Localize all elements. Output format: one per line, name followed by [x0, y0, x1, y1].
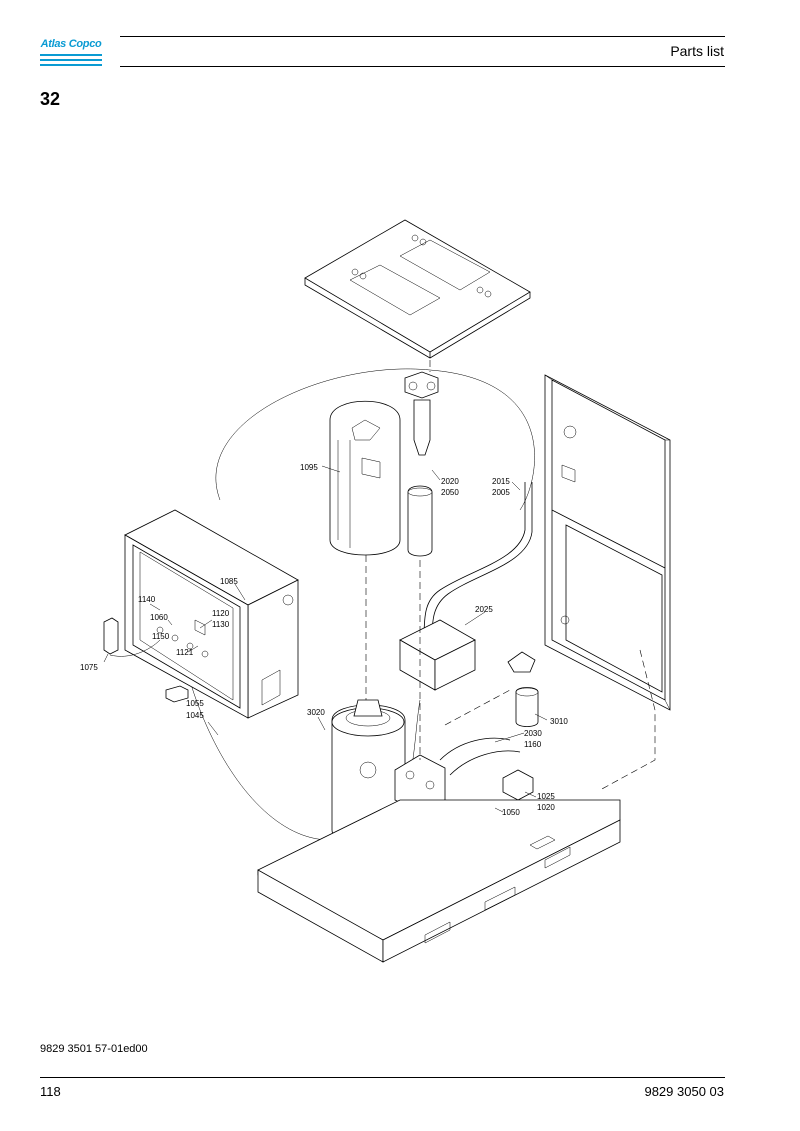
top-cover-plate	[304, 219, 531, 359]
page-number: 118	[40, 1084, 61, 1099]
logo-wordmark: Atlas Copco	[40, 38, 102, 50]
footer-rule	[40, 1077, 725, 1078]
header-rule-top	[120, 36, 725, 37]
callout-label: 1025	[537, 792, 555, 801]
bracket-fitting	[507, 651, 536, 673]
callout-label: 1160	[524, 740, 542, 749]
callout-label: 1121	[176, 648, 194, 657]
cable-gland	[165, 685, 189, 703]
electrical-cabinet	[124, 509, 299, 719]
callout-label: 2015	[492, 477, 510, 486]
callout-label: 1075	[80, 663, 98, 672]
callout-label: 1055	[186, 699, 204, 708]
callout-label: 1020	[537, 803, 555, 812]
flexible-hose	[423, 482, 526, 641]
side-door-panel	[544, 374, 671, 711]
external-control-box	[103, 617, 119, 655]
callout-label: 1050	[502, 808, 520, 817]
callout-label: 1095	[300, 463, 318, 472]
callout-label: 3010	[550, 717, 568, 726]
callout-label: 1140	[138, 595, 156, 604]
filter-element-tube	[407, 485, 433, 557]
section-title: Parts list	[670, 43, 724, 59]
logo-bar	[40, 54, 102, 56]
callout-label: 2050	[441, 488, 459, 497]
logo-bar	[40, 64, 102, 66]
atlas-copco-logo: Atlas Copco	[40, 38, 102, 66]
callout-label: 1045	[186, 711, 204, 720]
header-rule-bottom	[120, 66, 725, 67]
callout-label: 2020	[441, 477, 459, 486]
tank-cylinder	[329, 401, 401, 556]
callout-label: 1060	[150, 613, 168, 622]
assembly-axis-line	[444, 689, 511, 726]
callout-label: 2025	[475, 605, 493, 614]
dryer-unit-box	[399, 619, 476, 691]
callout-label: 1120	[212, 609, 230, 618]
callout-label: 1150	[152, 632, 170, 641]
callout-label: 1085	[220, 577, 238, 586]
callout-label: 2030	[524, 729, 542, 738]
assembly-axis-line	[599, 649, 656, 791]
page-label: 32	[40, 89, 61, 109]
oil-filter	[515, 687, 539, 727]
callout-label: 3020	[307, 708, 325, 717]
logo-bar	[40, 59, 102, 61]
filter-housing	[404, 371, 439, 456]
base-frame	[257, 799, 621, 963]
document-code: 9829 3501 57-01ed00	[40, 1043, 148, 1055]
callout-label: 2005	[492, 488, 510, 497]
leader-lines	[103, 465, 548, 813]
document-number: 9829 3050 03	[644, 1084, 724, 1099]
terminal-block	[502, 769, 534, 801]
callout-label: 1130	[212, 620, 230, 629]
